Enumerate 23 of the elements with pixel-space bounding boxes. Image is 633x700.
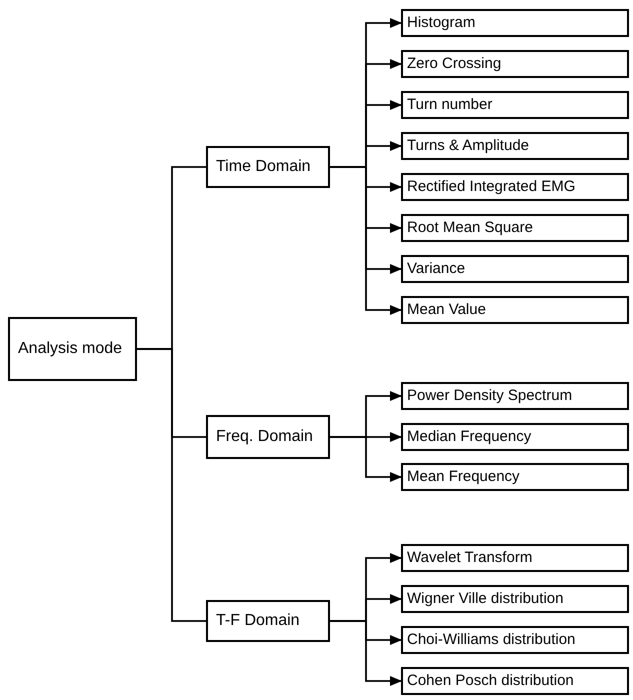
category-box: Time Domain — [206, 146, 330, 188]
method-box: Mean Frequency — [401, 463, 629, 491]
method-box: Choi-Williams distribution — [401, 626, 629, 654]
method-box: Mean Value — [401, 296, 629, 324]
method-box: Zero Crossing — [401, 50, 629, 78]
category-box: Freq. Domain — [206, 415, 330, 459]
category-box: Analysis mode — [8, 317, 137, 381]
arrow — [330, 166, 402, 315]
method-box: Histogram — [401, 9, 629, 37]
arrow — [330, 436, 402, 482]
method-box: Turn number — [401, 91, 629, 119]
method-box: Cohen Posch distribution — [401, 667, 629, 695]
category-box: T-F Domain — [206, 600, 330, 642]
method-box: Variance — [401, 255, 629, 283]
method-box: Power Density Spectrum — [401, 382, 629, 410]
method-box: Rectified Integrated EMG — [401, 173, 629, 201]
method-box: Wigner Ville distribution — [401, 585, 629, 613]
method-box: Median Frequency — [401, 423, 629, 451]
connector-line — [137, 348, 206, 622]
method-box: Root Mean Square — [401, 214, 629, 242]
arrow — [330, 620, 402, 686]
method-box: Turns & Amplitude — [401, 132, 629, 160]
method-box: Wavelet Transform — [401, 544, 629, 572]
